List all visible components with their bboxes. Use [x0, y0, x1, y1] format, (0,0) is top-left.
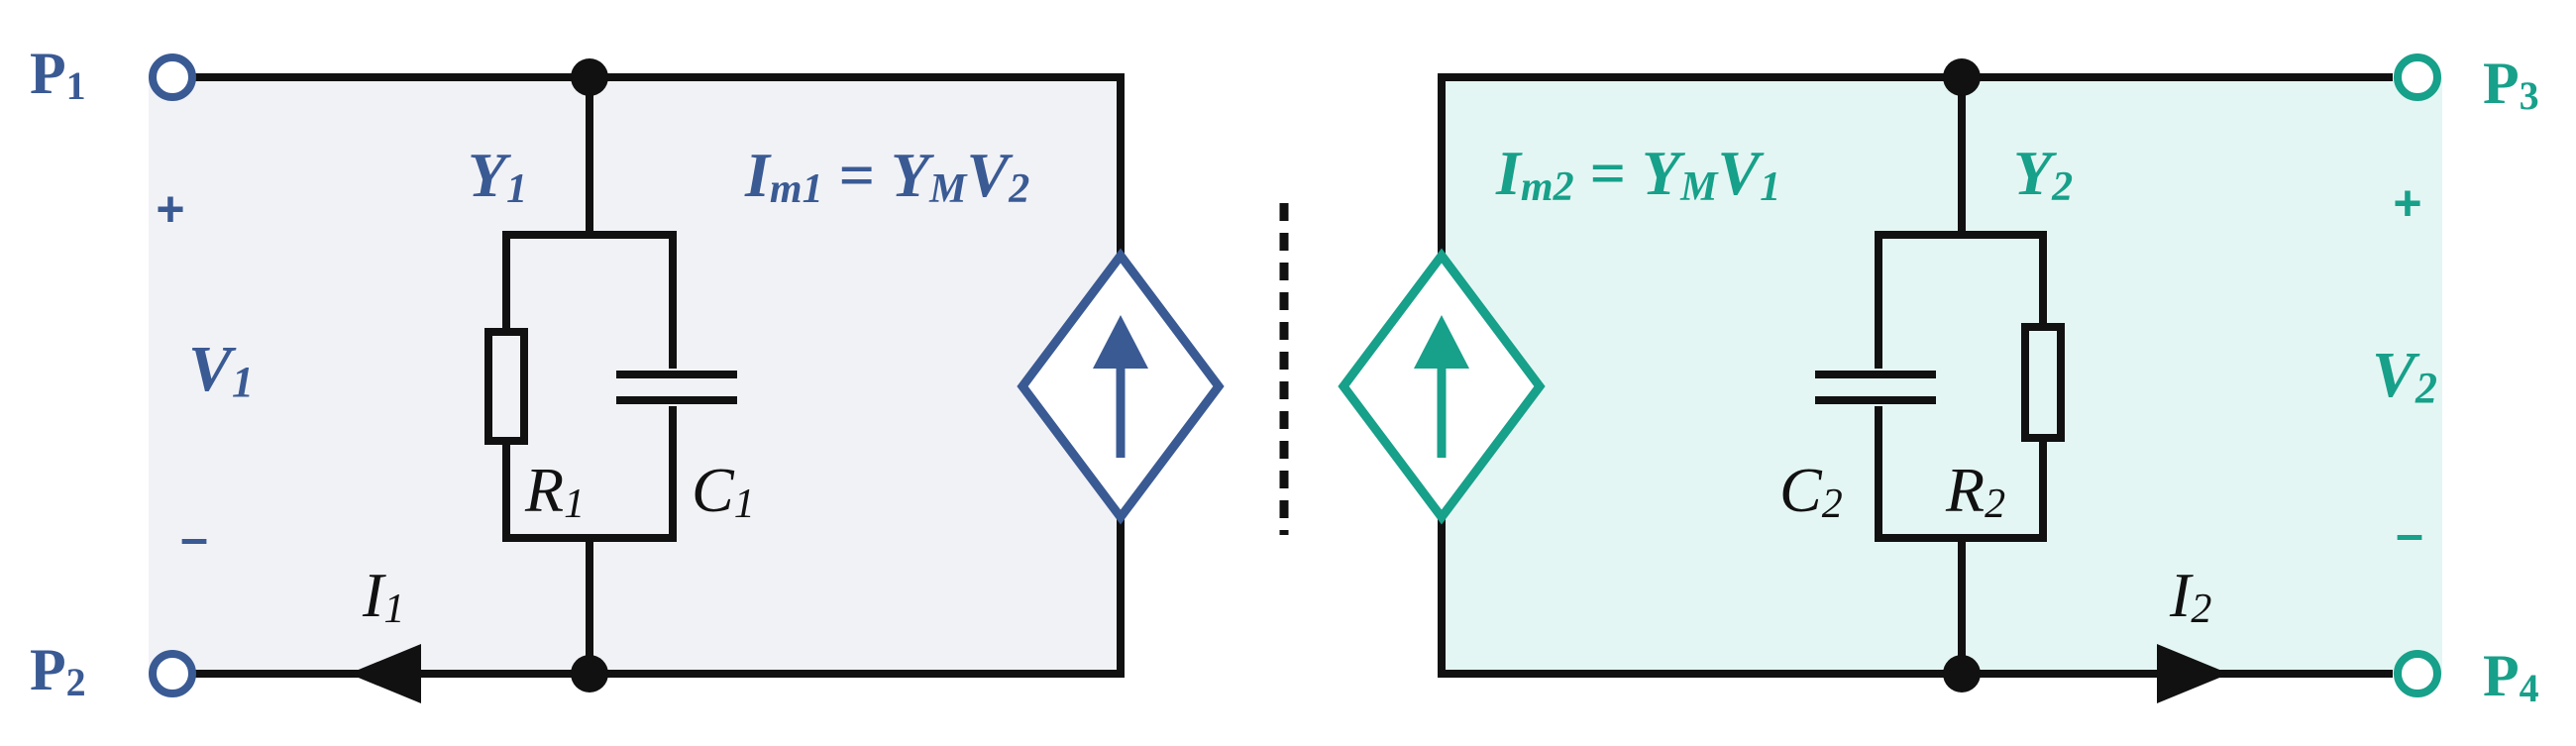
r1-label: R1 — [524, 455, 585, 527]
resistor-r2-icon — [2021, 323, 2065, 442]
left-branch-frame-top — [502, 231, 677, 369]
left-network — [149, 53, 1225, 703]
y1-label: Y1 — [468, 140, 527, 212]
i1-label: I1 — [362, 560, 404, 632]
port-p2-label: P2 — [30, 637, 86, 704]
left-bottom-junction — [571, 655, 608, 693]
c2-label: C2 — [1779, 455, 1843, 527]
v1-plus-sign: + — [156, 181, 184, 237]
left-branch-frame-bottom — [502, 406, 677, 542]
port-p1-label: P1 — [30, 41, 86, 108]
right-branch-frame-bottom — [1875, 406, 2047, 542]
port-p3-label: P3 — [2483, 51, 2539, 118]
port-p2-terminal[interactable] — [149, 650, 196, 697]
port-p1-terminal[interactable] — [149, 53, 196, 101]
v1-minus-sign: – — [180, 510, 208, 566]
left-top-junction — [571, 58, 608, 96]
v2-label: V2 — [2372, 339, 2437, 412]
i2-label: I2 — [2169, 560, 2211, 632]
v1-label: V1 — [188, 333, 254, 406]
port-p3-terminal[interactable] — [2394, 53, 2441, 101]
current-i1-arrow-icon — [349, 644, 421, 703]
right-network-background — [1442, 77, 2442, 675]
port-p4-label: P4 — [2483, 643, 2539, 710]
port-p4-terminal[interactable] — [2394, 650, 2441, 697]
right-source-equation: Im2 = YMV1 — [1495, 138, 1780, 210]
current-i2-arrow-icon — [2157, 644, 2229, 703]
right-network — [1338, 53, 2441, 703]
right-source-arrow-head — [1414, 315, 1469, 369]
right-top-junction — [1943, 58, 1981, 96]
v2-minus-sign: – — [2396, 506, 2423, 562]
y2-label: Y2 — [2013, 138, 2073, 210]
left-source-arrow-head — [1093, 315, 1148, 369]
r2-label: R2 — [1945, 455, 2005, 527]
right-bottom-junction — [1943, 655, 1981, 693]
right-branch-frame-top — [1875, 231, 2047, 369]
resistor-r1-icon — [484, 328, 528, 445]
v2-plus-sign: + — [2393, 175, 2421, 231]
left-source-equation: Im1 = YMV2 — [744, 140, 1029, 212]
c1-label: C1 — [692, 455, 755, 527]
